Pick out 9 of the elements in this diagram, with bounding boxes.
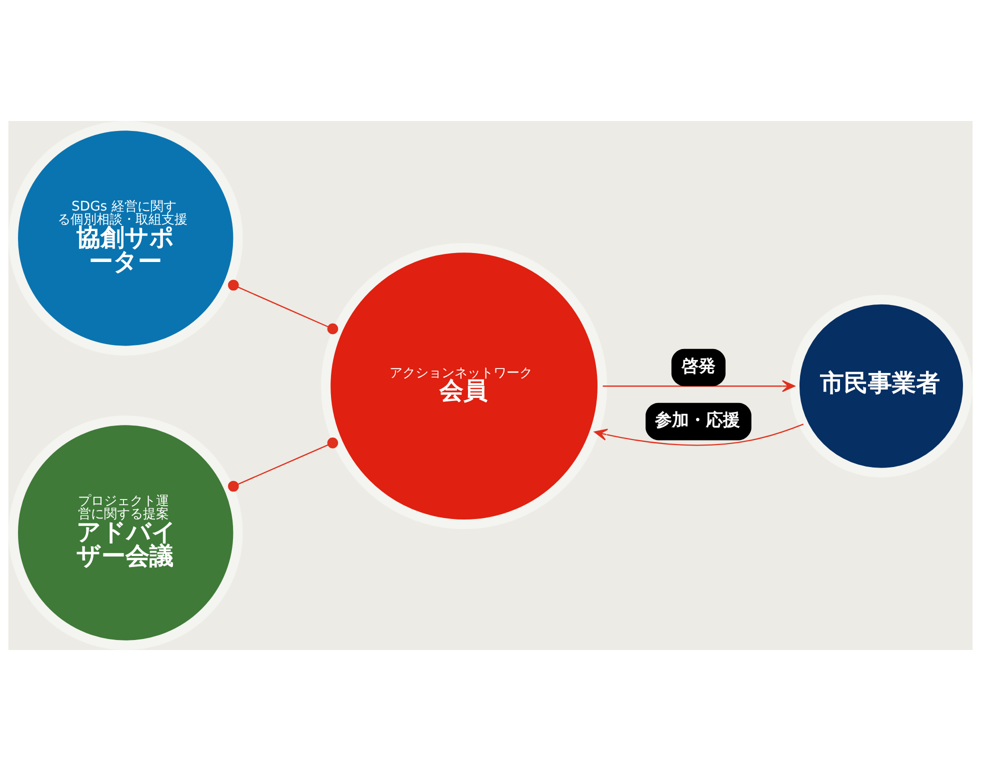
node-circle: SDGs 経営に関する個別相談・取組支援 協創サポーター — [8, 120, 243, 355]
arrow — [594, 423, 804, 446]
edge-label: 参加・応援 — [655, 408, 740, 429]
connector — [228, 437, 338, 492]
connector — [228, 279, 338, 334]
arrow — [602, 380, 796, 392]
edge-label: 啓発 — [682, 354, 716, 375]
node-circle: 市民事業者 — [790, 294, 973, 477]
node-circle: プロジェクト運営に関する提案 アドバイザー会議 — [8, 415, 243, 650]
